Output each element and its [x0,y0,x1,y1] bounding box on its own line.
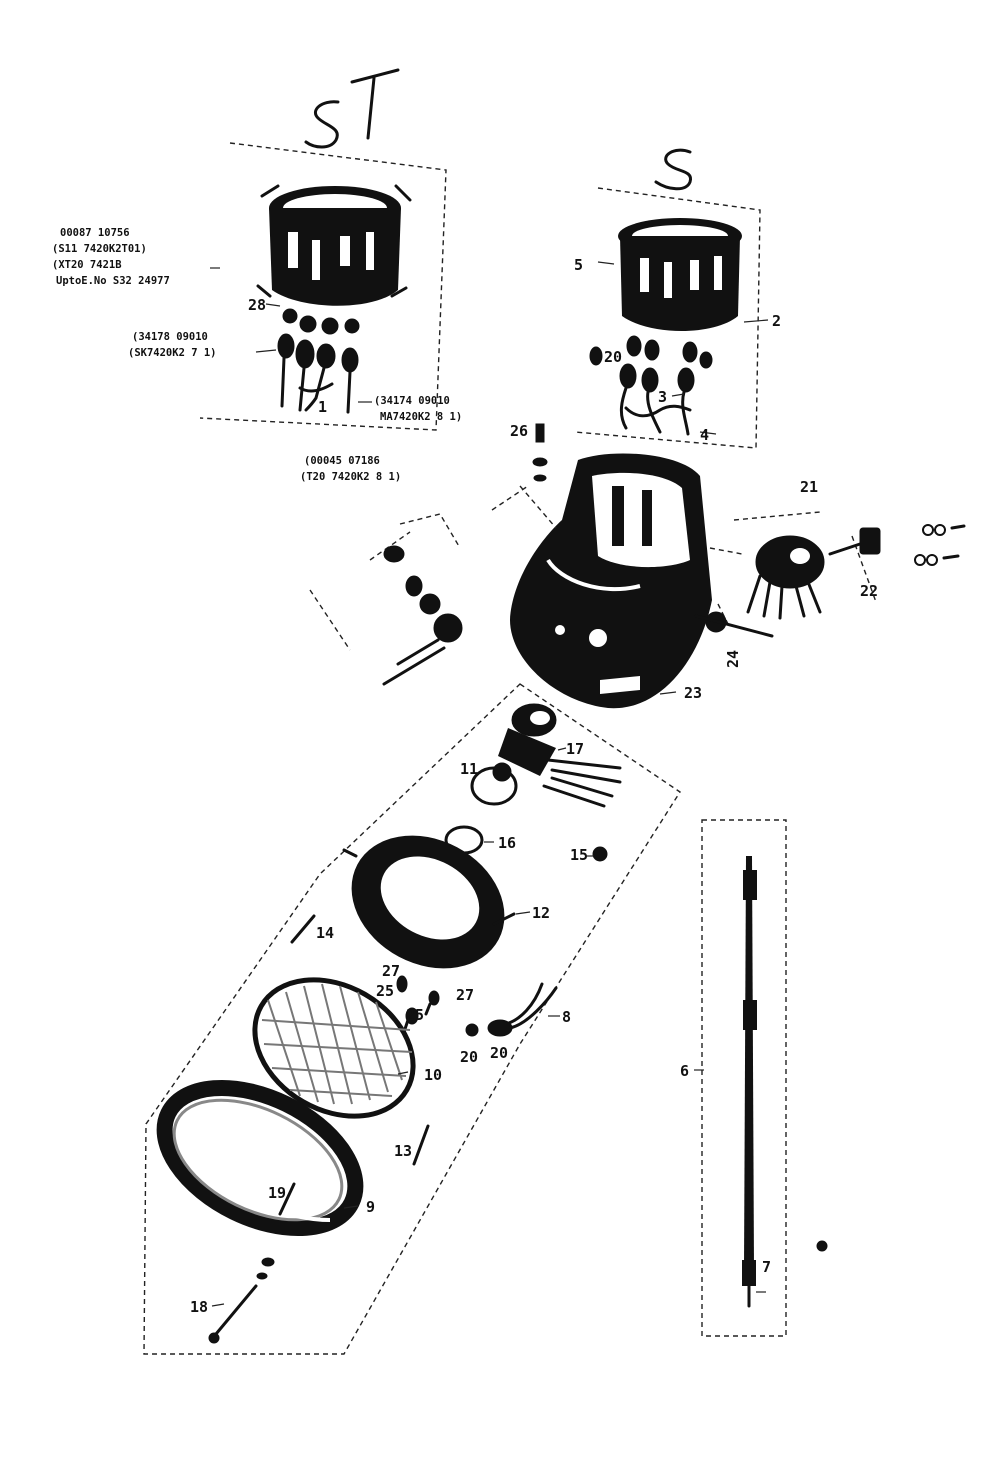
headlight-lens [252,977,416,1119]
housing-guide [491,485,557,529]
part-label-4: 4 [700,426,709,444]
part-13-screw [412,1124,430,1166]
part-label-25-b: 25 [406,1006,424,1024]
part-label-11: 11 [460,760,478,778]
part-label-3: 3 [658,388,667,406]
part-label-2: 2 [772,312,781,330]
part-label-28: 28 [248,296,266,314]
headlight-bulb [470,762,518,806]
part-label-18: 18 [190,1298,208,1316]
callout-ma-lamp-line1: (34174 09010 [374,395,450,407]
loose-dot [816,1240,828,1252]
callout-t20-lamp-line2: (T20 7420K2 8 1) [300,471,401,483]
callout-st-lamp-line2: (SK7420K2 7 1) [128,347,217,359]
left-small-parts [382,545,463,686]
part-label-27-a: 27 [382,962,400,980]
part-label-17: 17 [566,740,584,758]
part-label-15: 15 [570,846,588,864]
callout-st-meter-line4: UptoE.No S32 24977 [56,275,170,287]
part-label-12: 12 [532,904,550,922]
callout-t20-lamp-line1: (00045 07186 [304,455,380,467]
bulb-socket [498,703,622,808]
callout-st-meter-line1: 00087 10756 [60,227,130,239]
part-number-labels: 1 2 3 4 5 6 7 8 9 10 11 12 13 14 15 16 1… [190,256,878,1316]
headlight-assembly-box [143,683,681,1355]
leader-lines [210,261,769,1307]
callout-st-meter-line3: (XT20 7421B [52,259,122,271]
speedometer-cable [742,856,757,1308]
outer-rim [156,1079,364,1237]
part-label-26: 26 [510,422,528,440]
headlight-rim [342,835,516,969]
left-parts-guide [309,513,461,651]
part-label-7: 7 [762,1258,771,1276]
part-18-bolt [208,1257,275,1344]
part-label-20-right: 20 [490,1044,508,1062]
part-label-25-a: 25 [376,982,394,1000]
callout-t20-lamp: (00045 07186 (T20 7420K2 8 1) [300,455,401,483]
part-label-1: 1 [318,398,327,416]
s-speedometer [618,218,742,331]
st-speedometer [256,184,412,306]
callout-st-lamp: (34178 09010 (SK7420K2 7 1) [128,331,217,359]
callout-st-lamp-line1: (34178 09010 [132,331,208,343]
callout-ma-lamp: (34174 09010 MA7420K2 8 1) [374,395,462,423]
st-meter-box [199,142,447,431]
part-label-20-left: 20 [460,1048,478,1066]
part-24-bolt [694,611,774,638]
s-bulb-sockets [589,335,713,436]
part-label-20-meter: 20 [604,348,622,366]
part-label-23: 23 [684,684,702,702]
part-label-10: 10 [424,1066,442,1084]
part-label-8: 8 [562,1008,571,1026]
part-label-6: 6 [680,1062,689,1080]
part-label-16: 16 [498,834,516,852]
title-s-text: S [0,0,1,1]
part-label-27-b: 27 [456,986,474,1004]
part-label-14: 14 [316,924,334,942]
callout-st-meter: 00087 10756 (S11 7420K2T01) (XT20 7421B … [52,227,170,287]
switch-assembly [746,524,966,620]
callout-st-meter-line2: (S11 7420K2T01) [52,243,147,255]
title-st: ST [0,0,400,149]
s-meter-box [574,187,761,449]
part-15-nut [592,846,608,862]
title-st-text: ST [0,0,2,1]
cable-box [701,819,787,1337]
part-label-9: 9 [366,1198,375,1216]
part-14-screw [290,914,316,944]
st-bulb-sockets [277,308,360,414]
part-label-13: 13 [394,1142,412,1160]
callout-ma-lamp-line2: MA7420K2 8 1) [380,411,462,423]
part-label-22: 22 [860,582,878,600]
title-s: S [0,0,693,191]
harness-8 [465,982,558,1037]
part-26-screw [532,423,548,482]
part-label-5: 5 [574,256,583,274]
part-label-24: 24 [724,650,742,668]
headlight-housing [510,453,712,709]
part-label-21: 21 [800,478,818,496]
part-19-screw [278,1182,296,1216]
part-label-19: 19 [268,1184,286,1202]
